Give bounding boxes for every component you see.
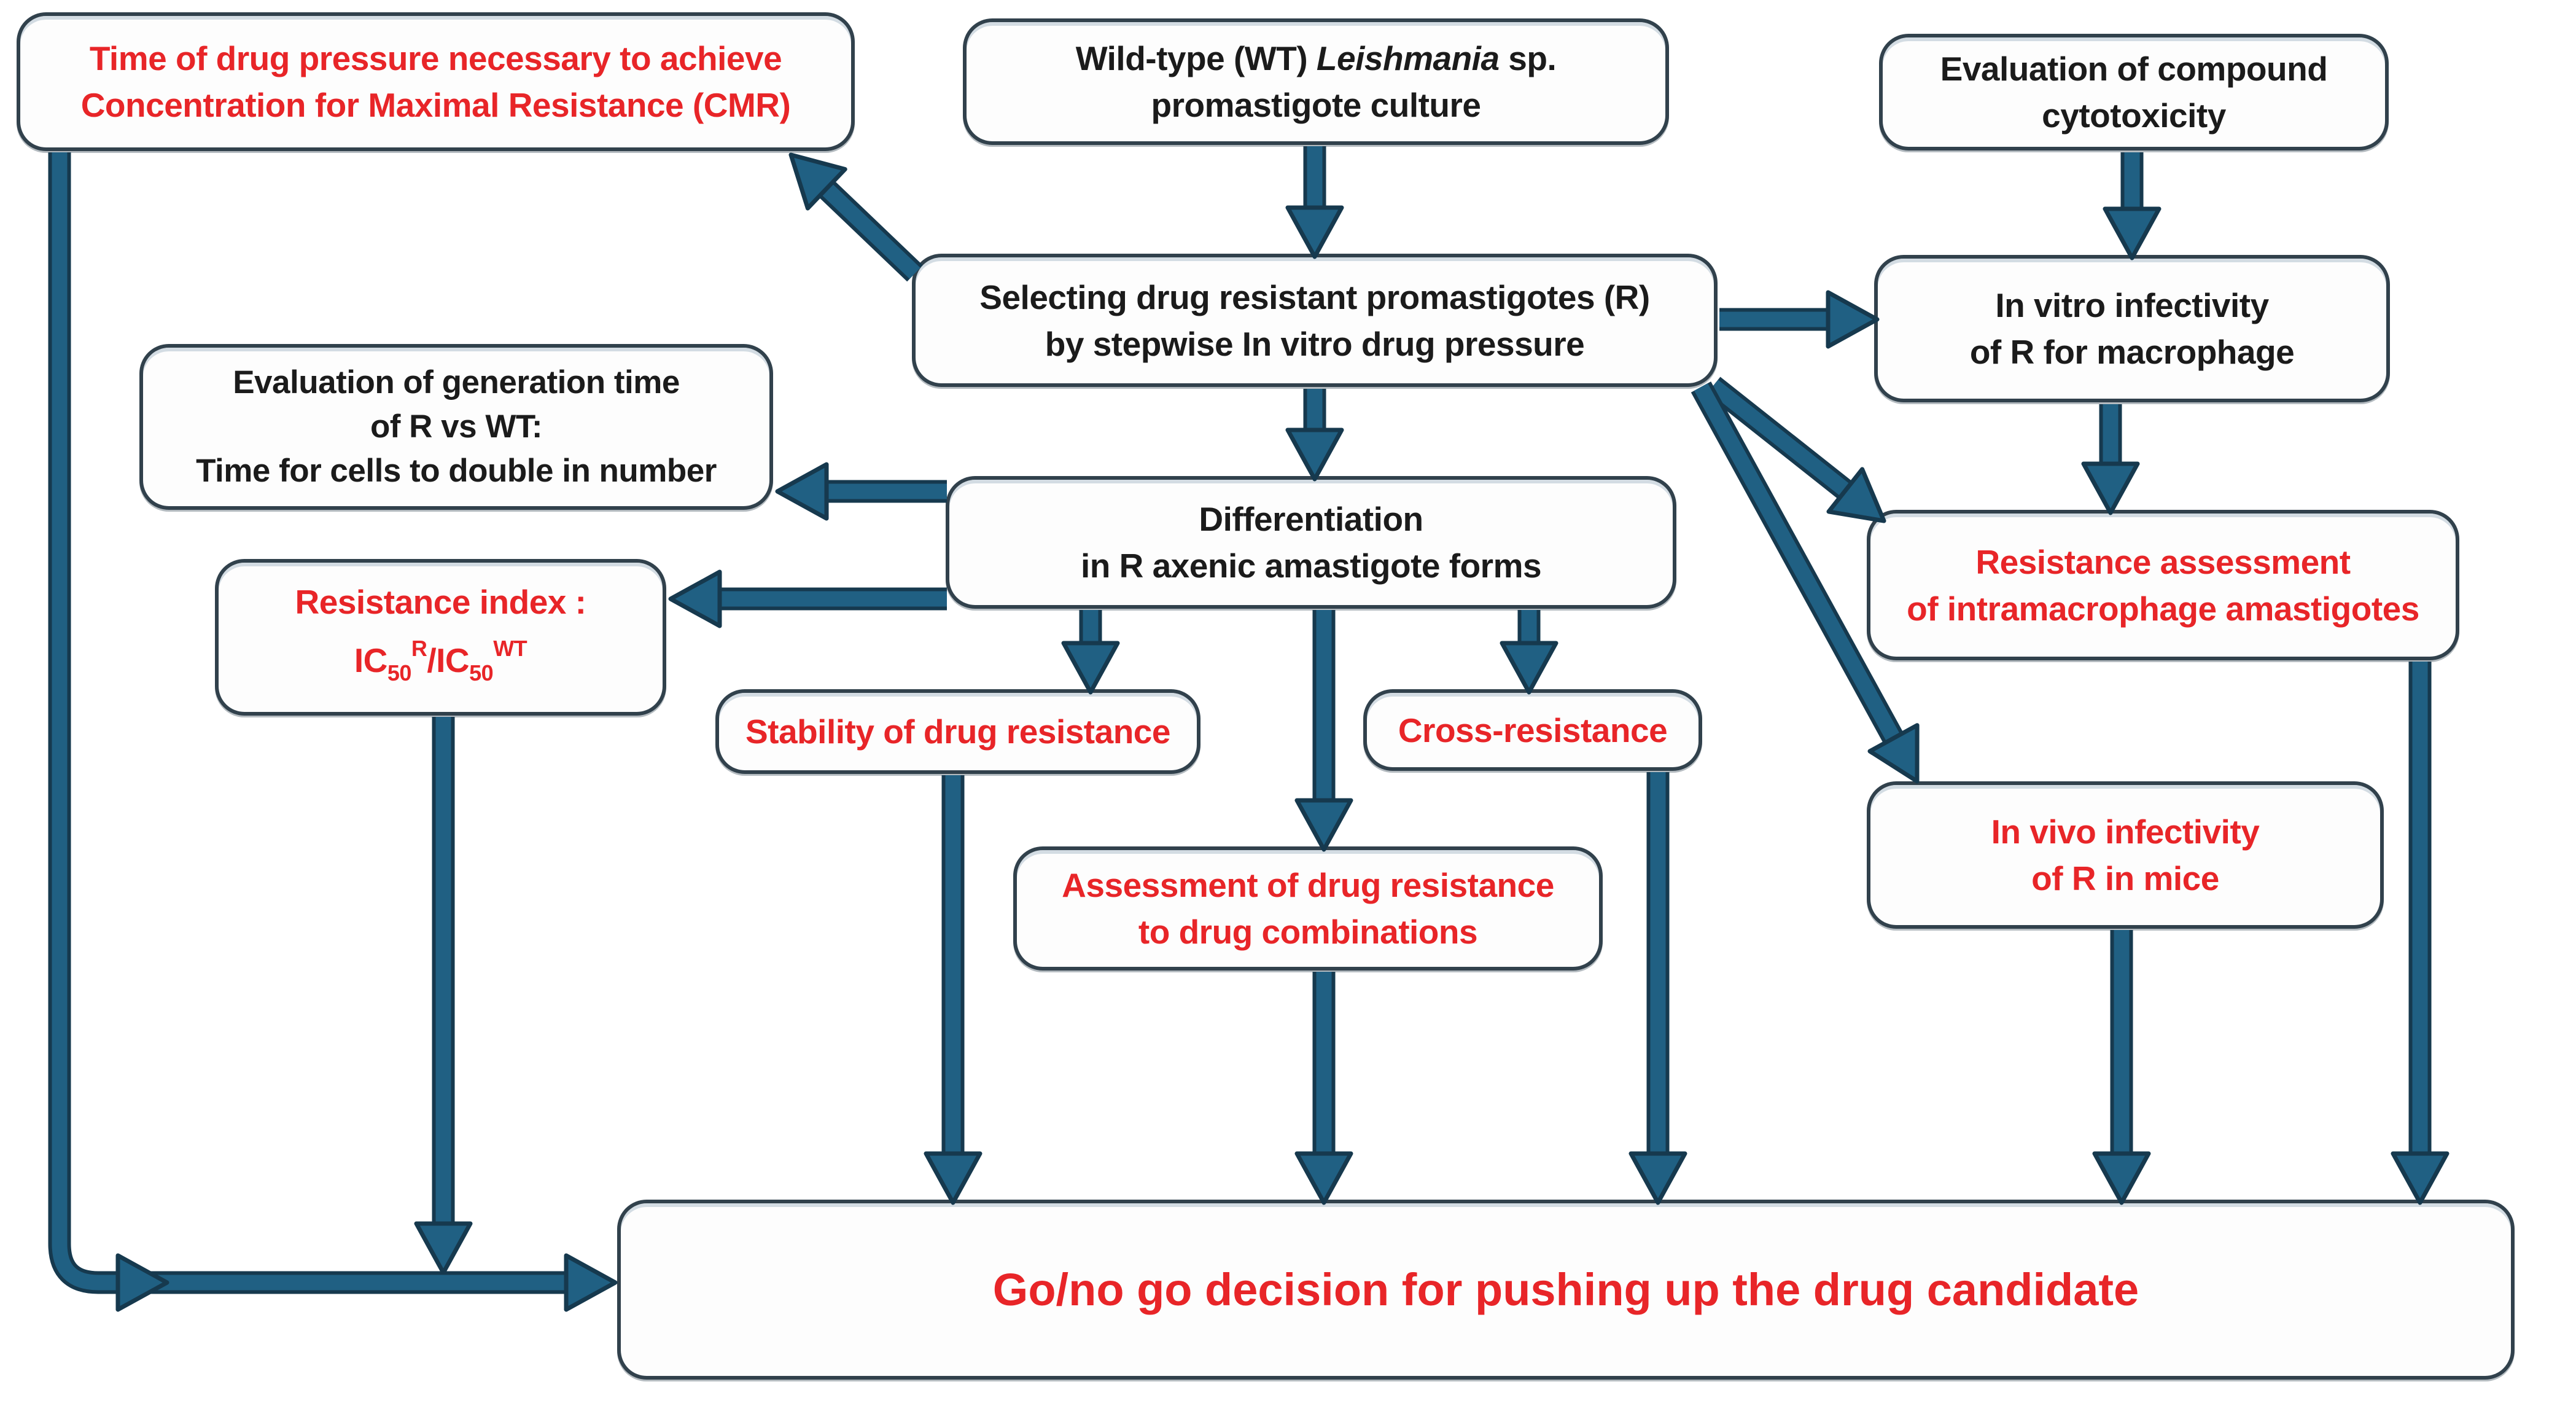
arrowhead-on-line [115, 1253, 169, 1312]
node-text: Concentration for Maximal Resistance (CM… [80, 86, 791, 124]
node-text: of intramacrophage amastigotes [1907, 589, 2419, 628]
arrow-diff-to-crossres [1500, 610, 1558, 695]
arrow-selecting-to-differentiation [1285, 389, 1344, 482]
arrow-stability-to-gonogo [924, 775, 983, 1205]
node-text: Time for cells to double in number [196, 453, 717, 489]
arrow-diff-to-stability [1061, 610, 1120, 695]
arrow-selecting-to-cmr [788, 152, 923, 282]
node-text: by stepwise In vitro drug pressure [1045, 324, 1585, 363]
arrow-diff-to-combos [1294, 610, 1353, 852]
node-resistance-assessment-intramacrophage: Resistance assessment of intramacrophage… [1867, 510, 2459, 660]
node-text: Evaluation of compound [1940, 50, 2328, 88]
node-generation-time-evaluation: Evaluation of generation time of R vs WT… [139, 344, 773, 510]
node-text: of R vs WT: [370, 408, 543, 445]
node-stability-drug-resistance: Stability of drug resistance [715, 689, 1200, 774]
node-text: Resistance assessment [1975, 542, 2351, 581]
arrow-invitro-to-resassess [2081, 404, 2140, 515]
node-text: Time of drug pressure necessary to achie… [89, 39, 782, 77]
node-text: in R axenic amastigote forms [1080, 547, 1542, 585]
arrow-cytotox-to-invitro [2103, 152, 2162, 260]
node-text: Resistance index : [295, 582, 586, 621]
node-text: Differentiation [1199, 500, 1423, 538]
node-formula: IC50R/IC50WT [354, 635, 527, 686]
node-text: In vivo infectivity [1991, 813, 2260, 851]
node-differentiation-axenic-amastigotes: Differentiation in R axenic amastigote f… [946, 476, 1676, 609]
arrow-diff-to-gentime [775, 462, 947, 521]
arrow-resindex-to-line [414, 717, 473, 1275]
node-text: of R for macrophage [1969, 333, 2295, 371]
arrow-selecting-to-resassess [1706, 377, 1886, 523]
arrow-cmr-line-to-gonogo [48, 152, 618, 1312]
node-text: cytotoxicity [2042, 96, 2226, 135]
arrow-crossres-to-gonogo [1628, 772, 1687, 1205]
node-drug-combination-assessment: Assessment of drug resistance to drug co… [1013, 846, 1603, 971]
node-go-no-go-decision: Go/no go decision for pushing up the dru… [617, 1200, 2515, 1380]
node-text: promastigote culture [1151, 86, 1481, 124]
arrow-wt-to-selecting [1285, 146, 1344, 259]
arrow-diff-to-resindex [668, 569, 947, 628]
node-text: Evaluation of generation time [233, 364, 680, 400]
node-text: In vitro infectivity [1995, 286, 2269, 324]
arrow-combos-to-gonogo [1294, 972, 1353, 1205]
node-text: to drug combinations [1138, 913, 1478, 951]
node-text: Assessment of drug resistance [1062, 866, 1554, 904]
node-invitro-infectivity-macrophage: In vitro infectivity of R for macrophage [1874, 255, 2390, 402]
node-selecting-resistant-promastigotes: Selecting drug resistant promastigotes (… [912, 254, 1718, 387]
node-text: Wild-type (WT) Leishmania sp. [1075, 39, 1557, 77]
node-cross-resistance: Cross-resistance [1363, 689, 1702, 771]
arrow-selecting-to-invitro [1719, 290, 1880, 349]
node-time-drug-pressure-cmr: Time of drug pressure necessary to achie… [17, 12, 855, 151]
node-text: Go/no go decision for pushing up the dru… [992, 1264, 2139, 1315]
node-text: Cross-resistance [1398, 711, 1668, 749]
node-text: Stability of drug resistance [745, 713, 1171, 751]
arrow-resassess-to-gonogo [2391, 662, 2450, 1205]
node-text: Selecting drug resistant promastigotes (… [979, 278, 1650, 316]
node-wildtype-promastigote-culture: Wild-type (WT) Leishmania sp. promastigo… [963, 18, 1669, 145]
node-resistance-index: Resistance index : IC50R/IC50WT [215, 559, 666, 716]
node-invivo-infectivity-mice: In vivo infectivity of R in mice [1867, 781, 2384, 929]
node-text: of R in mice [2031, 859, 2219, 897]
node-compound-cytotoxicity: Evaluation of compound cytotoxicity [1879, 34, 2389, 150]
arrow-invivo-to-gonogo [2092, 930, 2151, 1205]
